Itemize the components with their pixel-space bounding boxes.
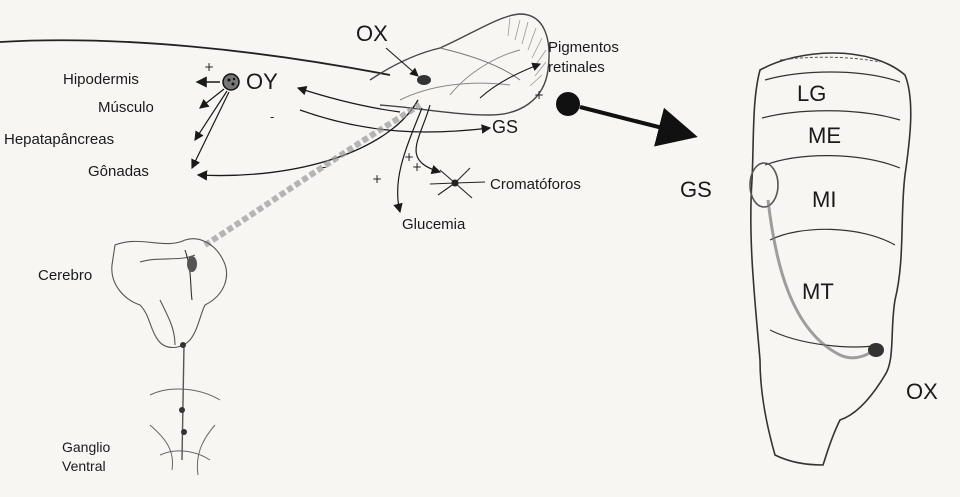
arrow-eyestalk-gonadas: [198, 100, 418, 176]
arrow-to-pigmentos: [480, 64, 540, 98]
arrow-oy-musculo: [200, 89, 224, 108]
sign-minus: -: [270, 110, 274, 124]
section-ox-cluster: [868, 343, 884, 357]
label-mi: MI: [812, 188, 836, 212]
sign-plus: +: [372, 172, 382, 186]
ox-gland: [417, 75, 431, 85]
brain-cluster: [187, 256, 197, 272]
label-gs-section: GS: [680, 178, 712, 202]
label-musculo: Músculo: [98, 100, 154, 117]
highlight-dot: [556, 92, 580, 116]
sign-plus: +: [204, 60, 214, 74]
label-gs: GS: [492, 118, 518, 138]
sign-plus: +: [412, 160, 422, 174]
eyestalk-section: [751, 53, 911, 465]
arrow-ox-label: [386, 48, 418, 76]
label-ganglio: Ganglio: [62, 440, 110, 455]
eyestalk-drawing: [370, 14, 549, 115]
label-pigmentos: Pigmentos: [548, 40, 619, 57]
label-cerebro: Cerebro: [38, 268, 92, 285]
label-ox: OX: [356, 22, 388, 46]
label-mt: MT: [802, 280, 834, 304]
label-hipodermis: Hipodermis: [63, 72, 139, 89]
arrow-eyestalk-oy: [298, 88, 400, 112]
chromatophore-cell: [430, 168, 485, 198]
sinus-gland: [750, 163, 778, 207]
label-lg: LG: [797, 82, 826, 106]
oy-gland: [223, 74, 239, 90]
sign-plus: +: [534, 88, 544, 102]
label-cromatoforos: Cromatóforos: [490, 177, 581, 194]
label-retinales: retinales: [548, 60, 605, 77]
connective-nerve: [182, 345, 184, 460]
label-oy: OY: [246, 70, 278, 94]
body-outline-line: [0, 40, 390, 75]
brain-drawing: [112, 239, 227, 348]
label-ox-section: OX: [906, 380, 938, 404]
label-glucemia: Glucemia: [402, 217, 465, 234]
arrow-oy-gonadas: [192, 92, 229, 168]
label-gonadas: Gônadas: [88, 164, 149, 181]
label-me: ME: [808, 124, 841, 148]
arrow-oy-hepato: [195, 91, 227, 140]
label-ventral: Ventral: [62, 459, 106, 474]
pointer-arrow: [580, 107, 690, 135]
label-hepatopancreas: Hepatapâncreas: [4, 132, 114, 149]
sign-minus: -: [322, 160, 326, 174]
